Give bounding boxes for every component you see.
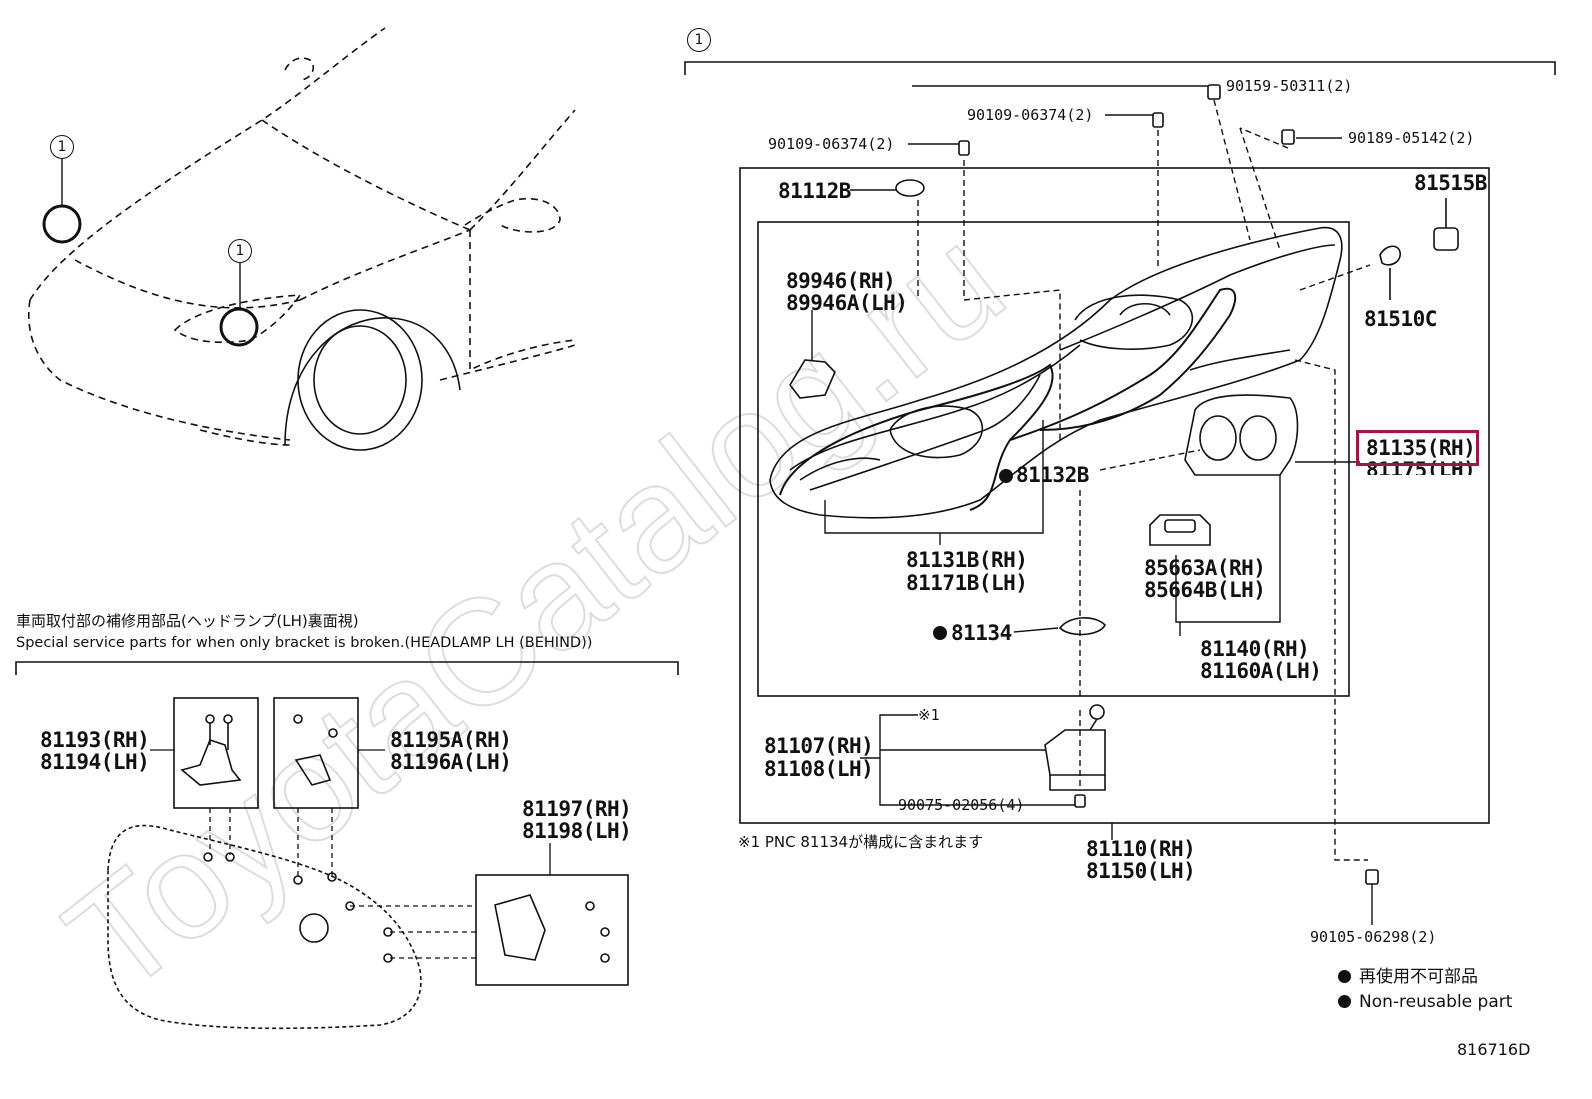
legend-dot-icon — [1338, 970, 1351, 983]
vehicle-front-drawing — [28, 27, 576, 441]
socket-81515B — [1433, 198, 1459, 251]
part-81171B-lh[interactable]: 81171B(LH) — [906, 571, 1028, 595]
part-89946-rh[interactable]: 89946(RH) — [786, 269, 896, 293]
headlamp-location-markers — [42, 204, 259, 347]
lamp-rear-hole — [299, 913, 329, 943]
part-81150-lh[interactable]: 81150(LH) — [1086, 859, 1196, 883]
legend-jp: 再使用不可部品 — [1338, 966, 1478, 988]
bulb-81510C — [1379, 245, 1401, 300]
part-81198-lh[interactable]: 81198(LH) — [522, 819, 632, 843]
pnc-note: ※1 PNC 81134が構成に含まれます — [738, 833, 984, 851]
dashed-leaders — [917, 99, 1371, 861]
service-title-jp: 車両取付部の補修用部品(ヘッドランプ(LH)裏面視) — [16, 612, 359, 630]
part-81112B[interactable]: 81112B — [778, 179, 851, 203]
solid-leaders — [811, 85, 1373, 925]
vehicle-wheel — [199, 309, 461, 451]
part-81194-lh[interactable]: 81194(LH) — [40, 750, 150, 774]
legend-en-text: Non-reusable part — [1359, 992, 1513, 1012]
part-81510C[interactable]: 81510C — [1364, 307, 1437, 331]
fasteners — [895, 84, 1379, 885]
part-81110-rh[interactable]: 81110(RH) — [1086, 837, 1196, 861]
part-90189-05142[interactable]: 90189-05142(2) — [1348, 129, 1475, 147]
gasket-81134 — [1058, 617, 1106, 636]
gasket-upper — [1009, 287, 1237, 441]
service-title-en: Special service parts for when only brac… — [16, 635, 593, 651]
part-81140-rh[interactable]: 81140(RH) — [1200, 637, 1310, 661]
part-81197-rh[interactable]: 81197(RH) — [522, 797, 632, 821]
part-81193-rh[interactable]: 81193(RH) — [40, 728, 150, 752]
part-85663A-rh[interactable]: 85663A(RH) — [1144, 556, 1266, 580]
part-90109-06374-upper[interactable]: 90109-06374(2) — [967, 106, 1094, 124]
legend-en: Non-reusable part — [1338, 991, 1512, 1013]
callout-right-headlamp: 1 — [228, 239, 252, 263]
part-90159-50311[interactable]: 90159-50311(2) — [1226, 77, 1353, 95]
part-81107-rh[interactable]: 81107(RH) — [764, 734, 874, 758]
part-81135-rh[interactable]: 81135(RH) — [1366, 436, 1476, 460]
actuator-89946 — [789, 359, 836, 399]
diagram-id: 816716D — [1457, 1040, 1531, 1059]
part-90109-06374-lower[interactable]: 90109-06374(2) — [768, 135, 895, 153]
note-mark-1: ※1 — [918, 706, 940, 724]
bracket-81195A — [293, 714, 338, 786]
part-81134[interactable]: 81134 — [951, 621, 1012, 645]
service-solid-leaders — [150, 749, 551, 875]
part-81132B[interactable]: 81132B — [1016, 463, 1089, 487]
assembly-frames — [684, 61, 1556, 824]
part-90075-02056[interactable]: 90075-02056(4) — [898, 796, 1025, 814]
part-90105-06298[interactable]: 90105-06298(2) — [1310, 928, 1437, 946]
gasket — [779, 363, 1054, 511]
non-reusable-dots — [933, 469, 1013, 640]
part-81196A-lh[interactable]: 81196A(LH) — [390, 750, 512, 774]
callout-left-headlamp: 1 — [50, 135, 74, 159]
part-81195A-rh[interactable]: 81195A(RH) — [390, 728, 512, 752]
callout-assembly-bracket: 1 — [687, 28, 711, 52]
part-81131B-rh[interactable]: 81131B(RH) — [906, 548, 1028, 572]
service-section-frame — [15, 661, 679, 675]
part-81515B[interactable]: 81515B — [1414, 171, 1487, 195]
part-81108-lh[interactable]: 81108(LH) — [764, 757, 874, 781]
bracket-81197 — [494, 894, 610, 963]
legend-jp-text: 再使用不可部品 — [1359, 967, 1478, 987]
projector-unit — [1184, 394, 1299, 476]
part-89946A-lh[interactable]: 89946A(LH) — [786, 291, 908, 315]
service-dashed-leaders — [209, 808, 476, 959]
bracket-boxes — [173, 697, 629, 986]
highlight-81135 — [1356, 430, 1479, 466]
leveling-module-81107 — [1044, 704, 1106, 791]
part-85664B-lh[interactable]: 85664B(LH) — [1144, 578, 1266, 602]
ballast-85663A — [1149, 514, 1211, 546]
lamp-rear-outline — [107, 824, 422, 1030]
bracket-81193 — [180, 714, 242, 786]
service-mount-points — [203, 852, 393, 963]
callout-leaders — [61, 158, 241, 309]
legend-dot-icon — [1338, 995, 1351, 1008]
part-81160A-lh[interactable]: 81160A(LH) — [1200, 659, 1322, 683]
headlamp-housing — [769, 226, 1343, 519]
